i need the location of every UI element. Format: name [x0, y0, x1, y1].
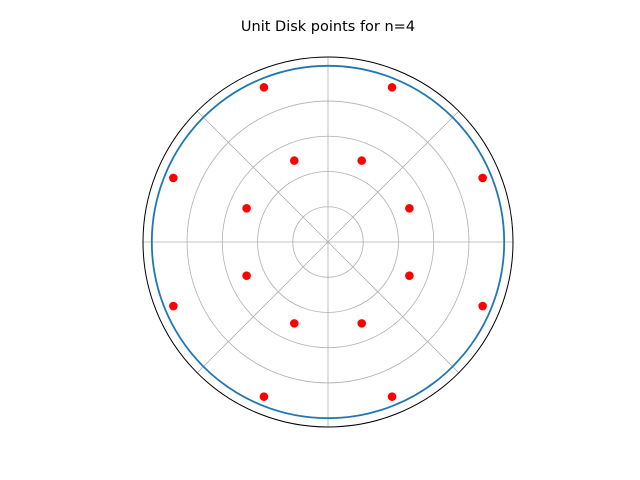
data-point-r1-5 — [242, 271, 251, 281]
data-point-r1-4 — [242, 203, 251, 213]
data-point-r2-3 — [259, 83, 269, 92]
chart-title: Unit Disk points for n=4 — [241, 19, 415, 35]
data-point-r2-8 — [478, 301, 487, 311]
boundary-layer — [150, 64, 506, 420]
data-point-r2-1 — [478, 173, 487, 183]
theta-gridline-45 — [327, 110, 460, 243]
data-point-r1-2 — [357, 156, 367, 165]
data-point-r1-8 — [405, 271, 414, 281]
data-point-r1-7 — [357, 319, 367, 328]
data-point-r2-4 — [169, 173, 178, 183]
grid-layer — [143, 57, 513, 427]
polar-axes-frame — [142, 56, 514, 428]
theta-gridline-315 — [327, 241, 460, 374]
data-point-r1-3 — [289, 156, 299, 165]
theta-gridline-225 — [196, 241, 329, 374]
data-point-r1-6 — [289, 319, 299, 328]
data-point-r2-5 — [169, 301, 178, 311]
unit-circle-line — [150, 64, 506, 420]
theta-gridline-135 — [196, 110, 329, 243]
data-point-r2-6 — [259, 392, 269, 401]
data-point-r2-2 — [387, 83, 397, 92]
frame-layer — [142, 56, 514, 428]
points-layer — [169, 83, 487, 401]
data-point-r1-1 — [405, 203, 414, 213]
data-point-r2-7 — [387, 392, 397, 401]
